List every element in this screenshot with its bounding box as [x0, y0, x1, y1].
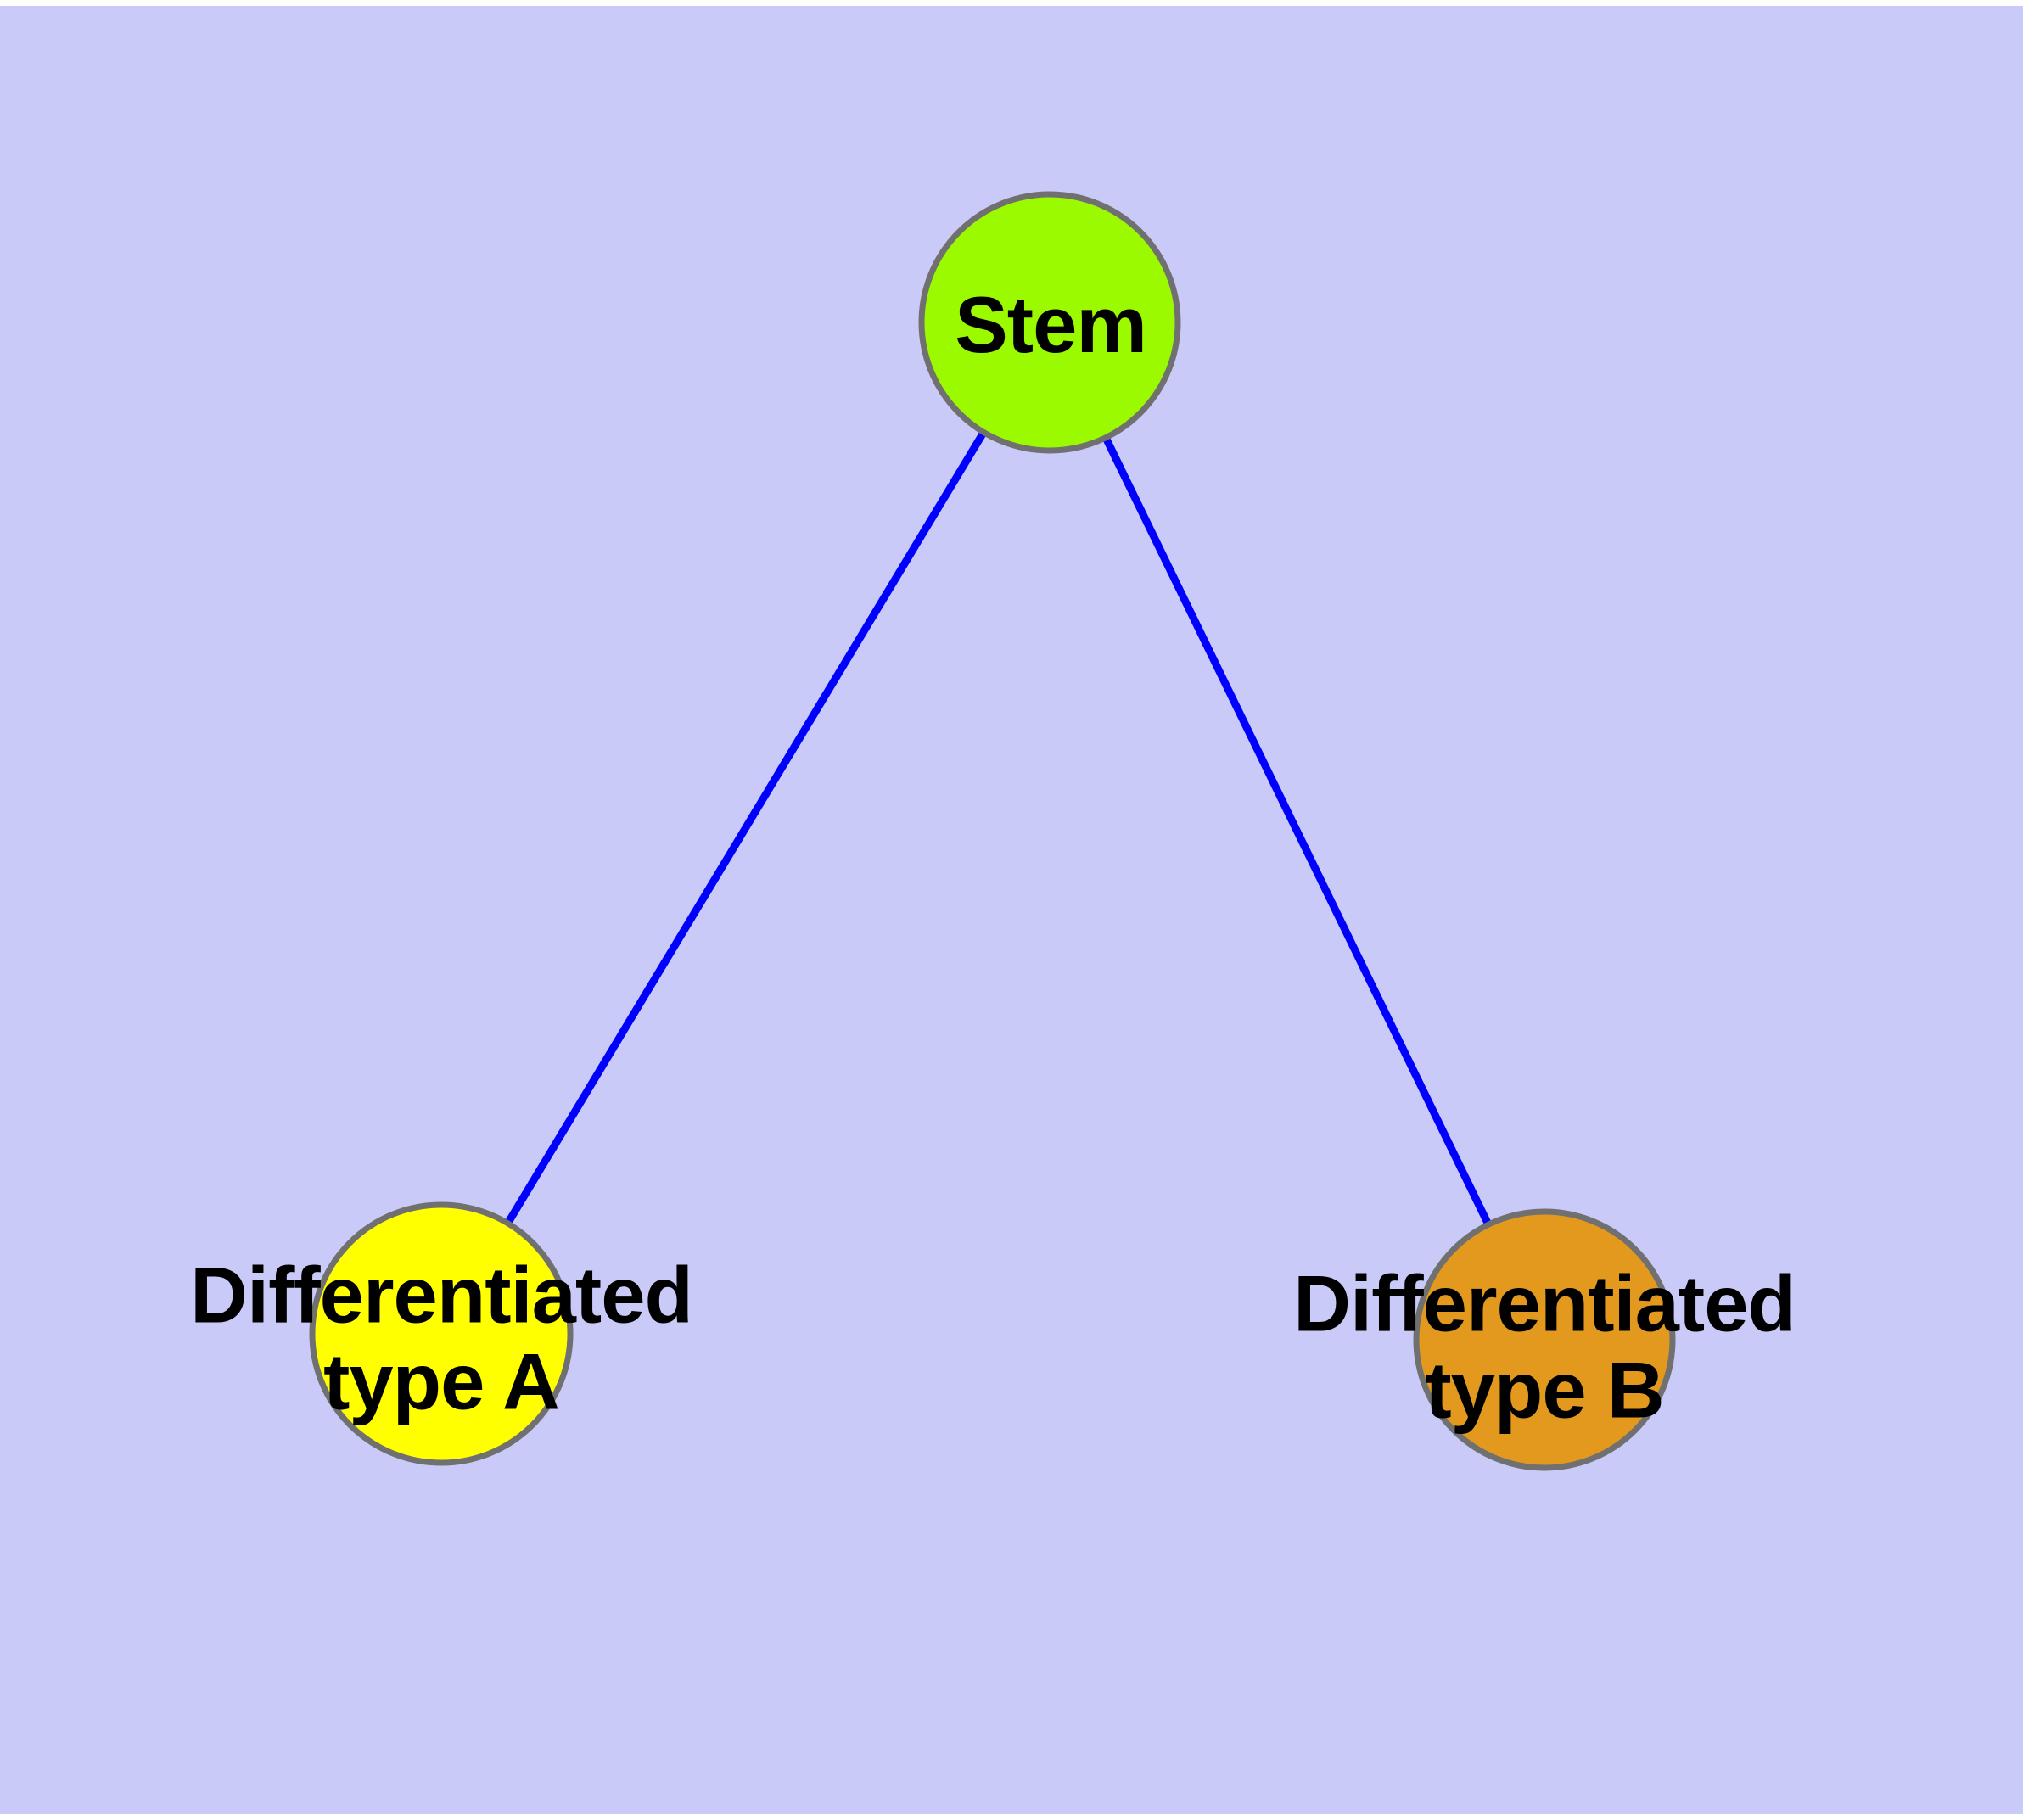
node-type-b-label: Differentiated type B — [1293, 1260, 1796, 1432]
edge-stem-to-type-a — [438, 320, 1053, 1336]
node-type-b-label-line-1: Differentiated — [1293, 1258, 1796, 1348]
node-stem-label: Stem — [955, 280, 1147, 370]
node-type-b-label-line-2: type B — [1425, 1345, 1664, 1434]
diagram-canvas: Stem Differentiated type A Differentiate… — [0, 6, 2023, 1814]
node-type-b-circle — [1413, 1208, 1676, 1471]
node-type-a-label-line-1: Differentiated — [190, 1250, 693, 1340]
node-stem-label-line: Stem — [955, 280, 1147, 370]
node-type-a-circle — [309, 1201, 574, 1466]
node-stem-circle — [918, 191, 1181, 454]
node-type-a-label: Differentiated type A — [190, 1250, 693, 1425]
node-type-a-label-line-2: type A — [323, 1336, 560, 1425]
edge-stem-to-type-b — [1045, 321, 1549, 1341]
graph-svg — [309, 191, 1676, 1471]
